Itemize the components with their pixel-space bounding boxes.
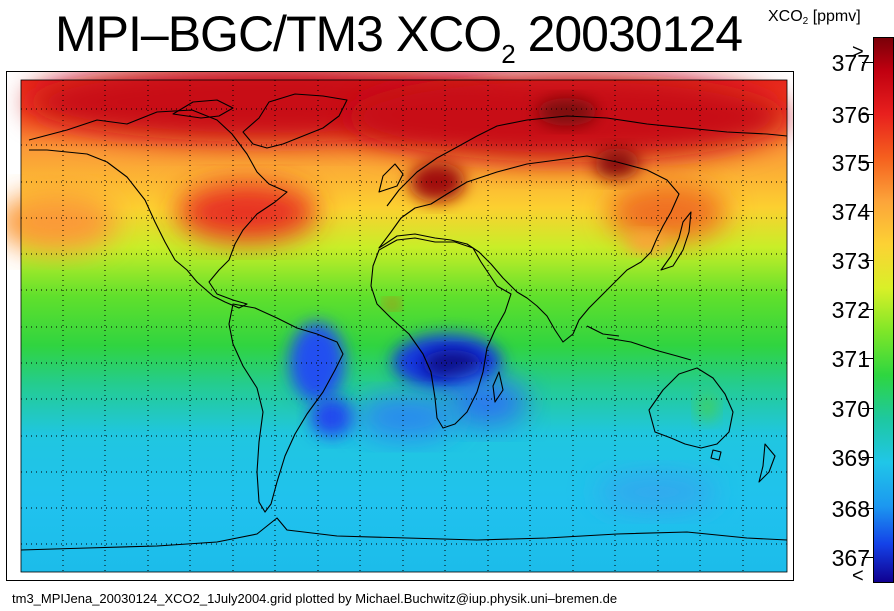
colorbar-tick-373: 373 xyxy=(831,248,870,274)
title-date: 20030124 xyxy=(527,6,743,62)
coastlines xyxy=(20,93,788,551)
colorbar-tickmark xyxy=(862,260,873,261)
colorbar-tick-374: 374 xyxy=(831,199,870,225)
colorbar-tick-375: 375 xyxy=(831,150,870,176)
colorbar-tickmark xyxy=(862,508,873,509)
unit-suffix: [ppmv] xyxy=(812,8,861,25)
colorbar-tickmark xyxy=(862,358,873,359)
colorbar-tickmark xyxy=(862,408,873,409)
colorbar-tickmark xyxy=(862,557,873,558)
colorbar-tickmark xyxy=(862,162,873,163)
colorbar-tick-370: 370 xyxy=(831,396,870,422)
colorbar-tick-371: 371 xyxy=(831,346,870,372)
colorbar-tick-376: 376 xyxy=(831,102,870,128)
colorbar-tick-368: 368 xyxy=(831,496,870,522)
colorbar-unit-label: XCO2 [ppmv] xyxy=(768,8,861,27)
title-text: MPI–BGC/TM3 XCO xyxy=(55,6,502,62)
title-subscript: 2 xyxy=(501,39,516,69)
colorbar-tickmark xyxy=(862,309,873,310)
plot-title: MPI–BGC/TM3 XCO2 20030124 xyxy=(55,4,755,84)
unit-subscript: 2 xyxy=(802,16,809,27)
xco2-field-map xyxy=(7,72,788,573)
colorbar-tickmark xyxy=(862,114,873,115)
colorbar-tickmark xyxy=(862,457,873,458)
colorbar-tick-367: 367 xyxy=(831,545,870,571)
colorbar xyxy=(873,37,894,583)
colorbar-tick-369: 369 xyxy=(831,445,870,471)
colorbar-under-symbol: < xyxy=(852,565,864,587)
colorbar-over-symbol: > xyxy=(852,41,864,63)
unit-prefix: XCO xyxy=(768,8,803,25)
field-border xyxy=(20,79,788,573)
field-anomalies xyxy=(7,72,787,512)
footer-credit: tm3_MPIJena_20030124_XCO2_1July2004.grid… xyxy=(12,591,618,606)
map-panel xyxy=(6,71,794,581)
colorbar-tick-372: 372 xyxy=(831,297,870,323)
colorbar-tick-377: 377 xyxy=(831,50,870,76)
graticule xyxy=(21,80,787,572)
colorbar-tickmark xyxy=(862,62,873,63)
colorbar-tickmark xyxy=(862,211,873,212)
